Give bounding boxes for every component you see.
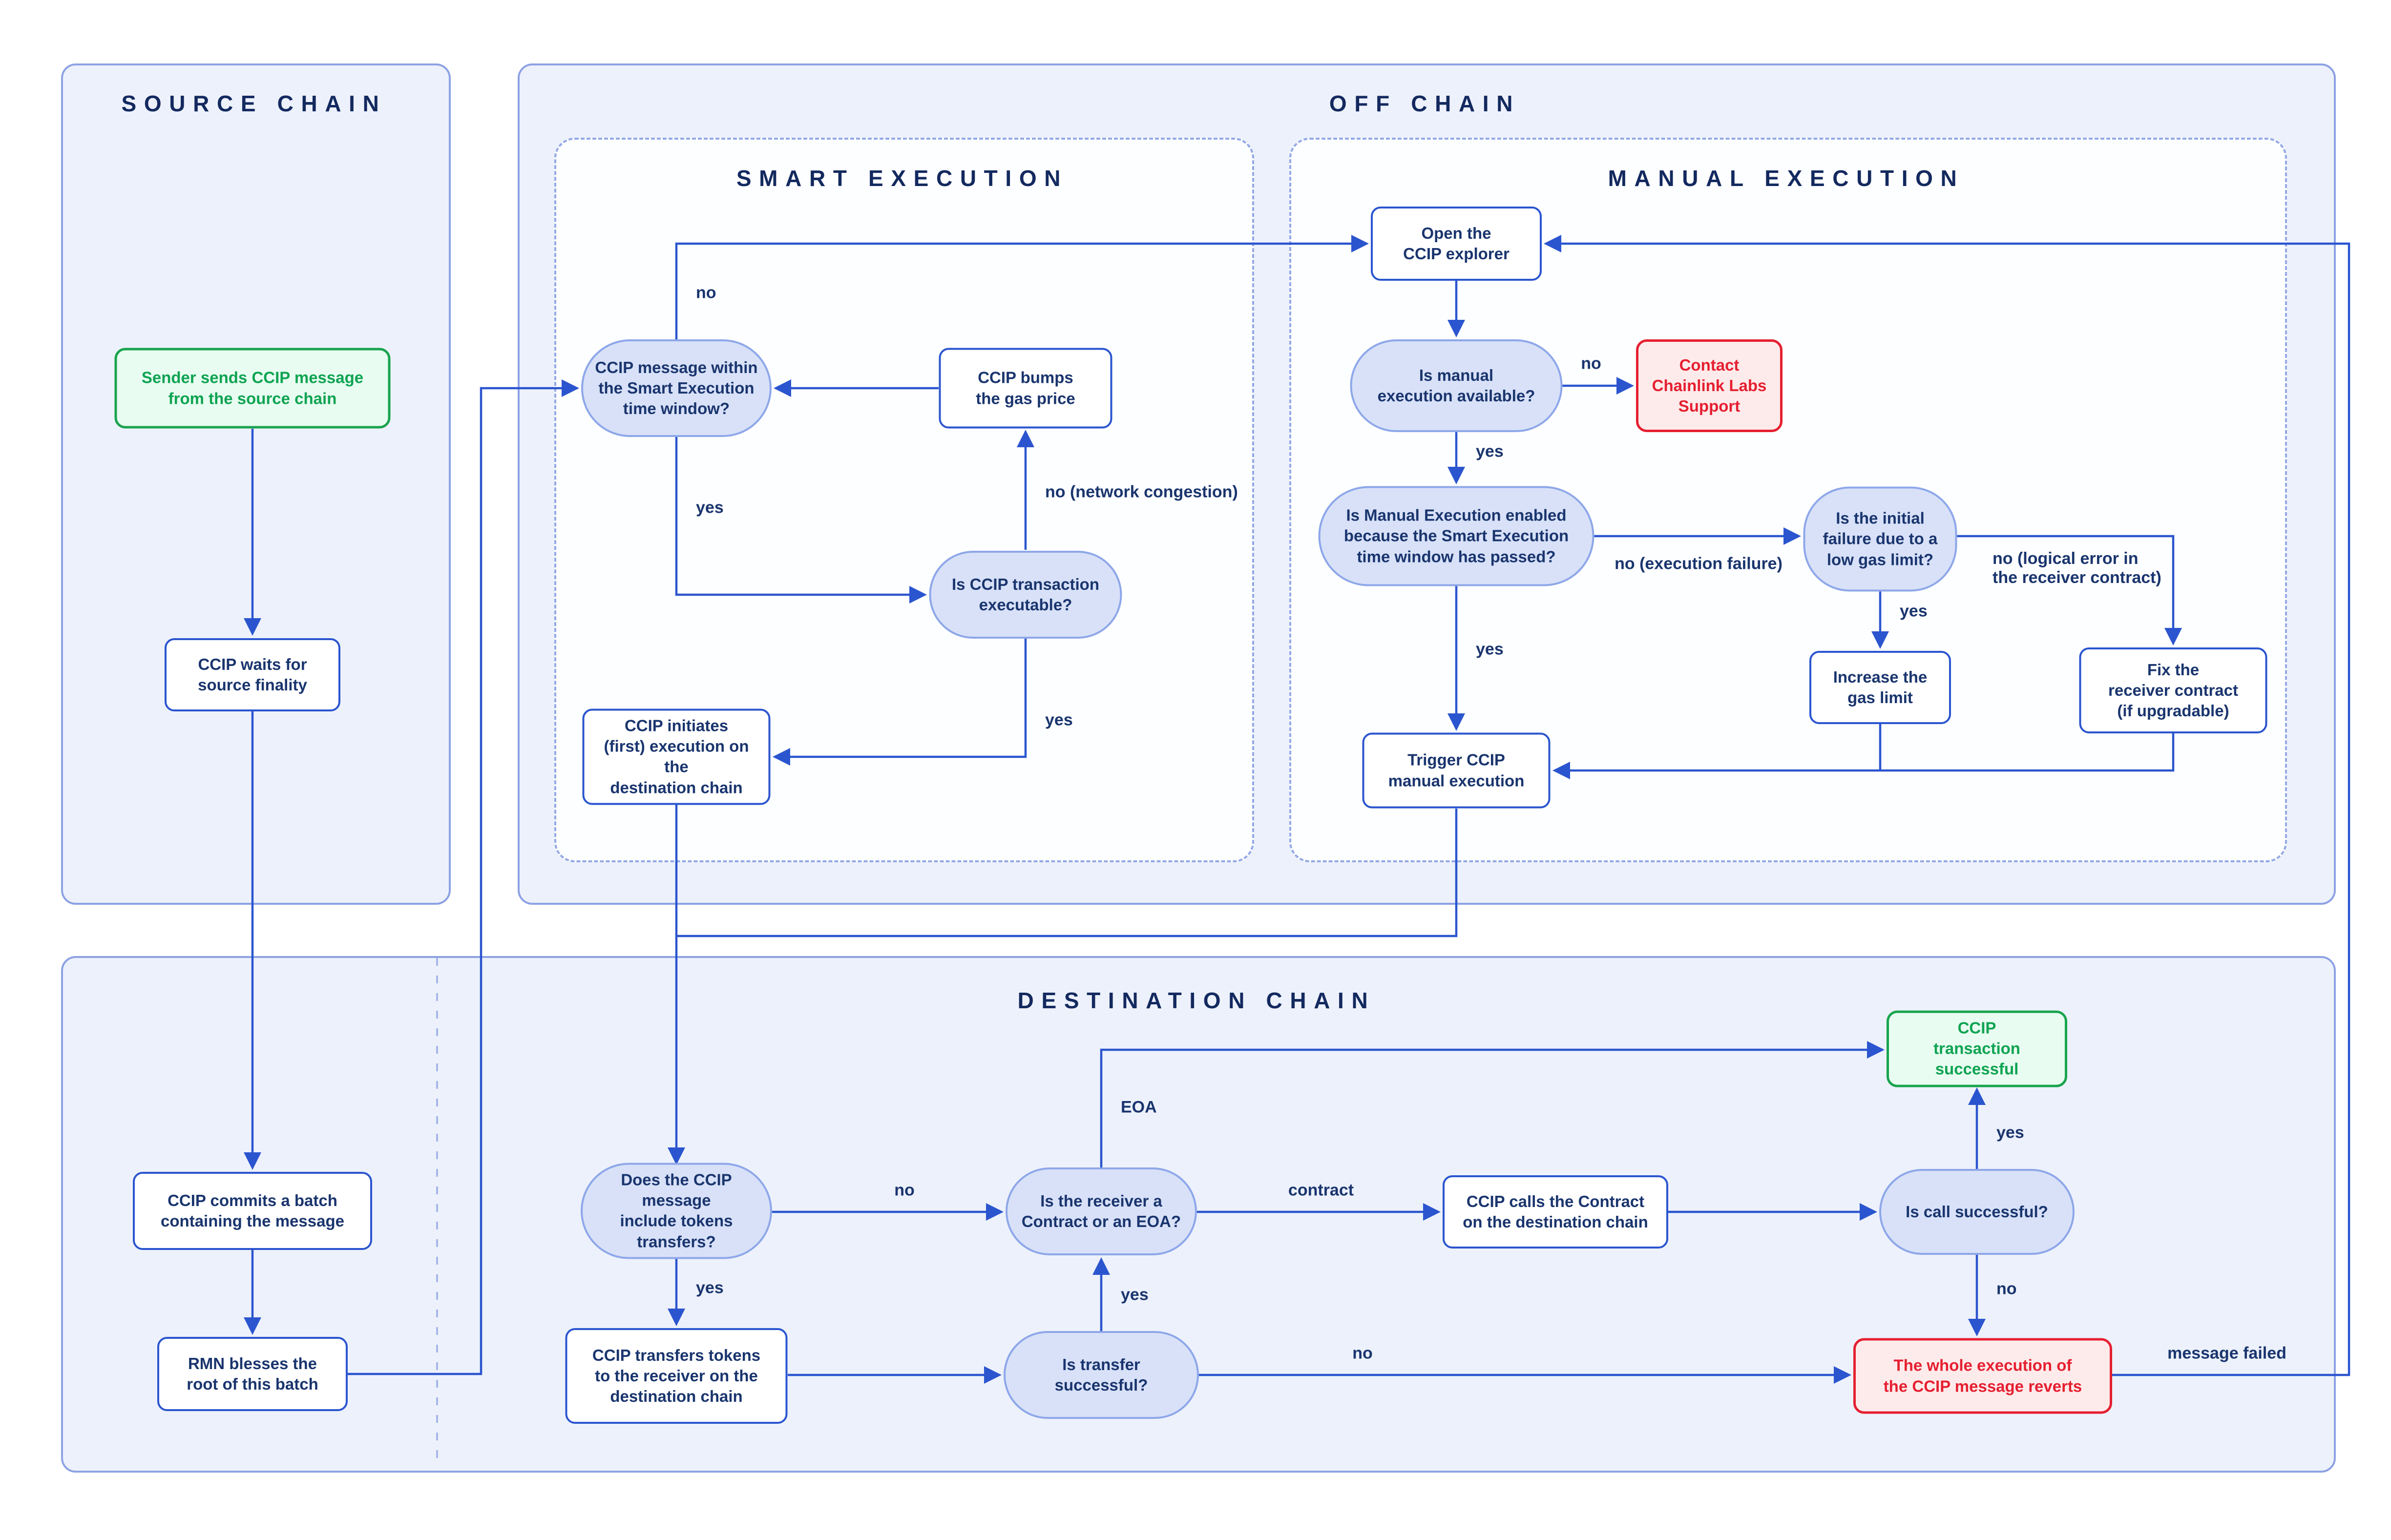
node-transfer-successful: Is transfer successful? — [1004, 1331, 1199, 1419]
node-transaction-successful: CCIP transaction successful — [1887, 1010, 2067, 1087]
label-transfer-up-yes: yes — [1121, 1285, 1149, 1304]
node-contact-chainlink-support: Contact Chainlink Labs Support — [1636, 339, 1783, 432]
node-receiver-contract-or-eoa: Is the receiver a Contract or an EOA? — [1006, 1167, 1197, 1255]
node-call-successful: Is call successful? — [1879, 1169, 2075, 1255]
node-initiates-first-execution: CCIP initiates (first) execution on the … — [582, 708, 771, 805]
off-chain-title: OFF CHAIN — [1329, 91, 1521, 116]
label-eoa: EOA — [1121, 1098, 1157, 1117]
node-transaction-executable: Is CCIP transaction executable? — [929, 551, 1122, 639]
edge-window-no-to-explorer — [675, 235, 1369, 339]
node-calls-contract-destination: CCIP calls the Contract on the destinati… — [1443, 1175, 1668, 1249]
label-executable-yes: yes — [1045, 710, 1073, 729]
node-trigger-manual-execution: Trigger CCIP manual execution — [1362, 732, 1551, 809]
label-logical-error: no (logical error in the receiver contra… — [1992, 549, 2161, 587]
node-commits-batch: CCIP commits a batch containing the mess… — [133, 1172, 372, 1250]
label-transfer-no: no — [1352, 1344, 1373, 1363]
node-sender-sends-message: Sender sends CCIP message from the sourc… — [114, 348, 391, 429]
label-manual-available-no: no — [1581, 354, 1601, 373]
node-initial-failure-low-gas: Is the initial failure due to a low gas … — [1803, 486, 1957, 592]
edge-rmn-to-window — [348, 379, 579, 1375]
node-whole-execution-reverts: The whole execution of the CCIP message … — [1853, 1338, 2112, 1414]
label-manual-available-yes: yes — [1476, 442, 1504, 461]
node-waits-source-finality: CCIP waits for source finality — [165, 638, 340, 711]
manual-execution-title: MANUAL EXECUTION — [1608, 166, 1965, 191]
source-chain-panel — [61, 63, 451, 905]
node-manual-execution-available: Is manual execution available? — [1350, 339, 1563, 432]
node-manual-execution-enabled: Is Manual Execution enabled because the … — [1318, 486, 1594, 586]
label-call-yes: yes — [1996, 1123, 2024, 1142]
node-fix-receiver-contract: Fix the receiver contract (if upgradable… — [2079, 647, 2267, 733]
node-includes-token-transfers: Does the CCIP message include tokens tra… — [581, 1163, 772, 1259]
label-message-failed: message failed — [2167, 1344, 2286, 1363]
node-open-ccip-explorer: Open the CCIP explorer — [1371, 207, 1542, 281]
edge-trigger-to-does-merge — [677, 809, 1458, 937]
label-window-no: no — [696, 283, 716, 302]
label-network-congestion: no (network congestion) — [1045, 482, 1238, 501]
edge-initial-no-to-fix — [1956, 535, 2182, 645]
label-contract: contract — [1288, 1181, 1354, 1200]
label-initial-failure-yes: yes — [1900, 602, 1928, 621]
label-call-no: no — [1996, 1279, 2017, 1298]
node-bumps-gas-price: CCIP bumps the gas price — [939, 348, 1112, 429]
node-rmn-blesses-root: RMN blesses the root of this batch — [157, 1337, 348, 1411]
destination-chain-title: DESTINATION CHAIN — [1017, 988, 1376, 1013]
node-increase-gas-limit: Increase the gas limit — [1809, 651, 1951, 724]
label-does-no: no — [894, 1181, 915, 1200]
label-enabled-yes: yes — [1476, 640, 1504, 659]
smart-execution-title: SMART EXECUTION — [736, 166, 1069, 191]
node-within-time-window: CCIP message within the Smart Execution … — [581, 339, 772, 437]
source-chain-title: SOURCE CHAIN — [121, 91, 387, 116]
edge-window-yes-to-executable — [675, 437, 927, 604]
edge-fix-to-trigger — [1552, 733, 2175, 779]
edge-receiver-eoa-to-success — [1100, 1041, 1885, 1167]
label-does-yes: yes — [696, 1278, 724, 1297]
label-execution-failure: no (execution failure) — [1615, 554, 1783, 573]
label-window-yes: yes — [696, 498, 724, 517]
edge-reverts-message-failed-to-explorer — [1544, 235, 2350, 1376]
node-transfers-tokens-receiver: CCIP transfers tokens to the receiver on… — [565, 1328, 788, 1424]
edge-executable-yes-to-initiates — [773, 639, 1027, 766]
